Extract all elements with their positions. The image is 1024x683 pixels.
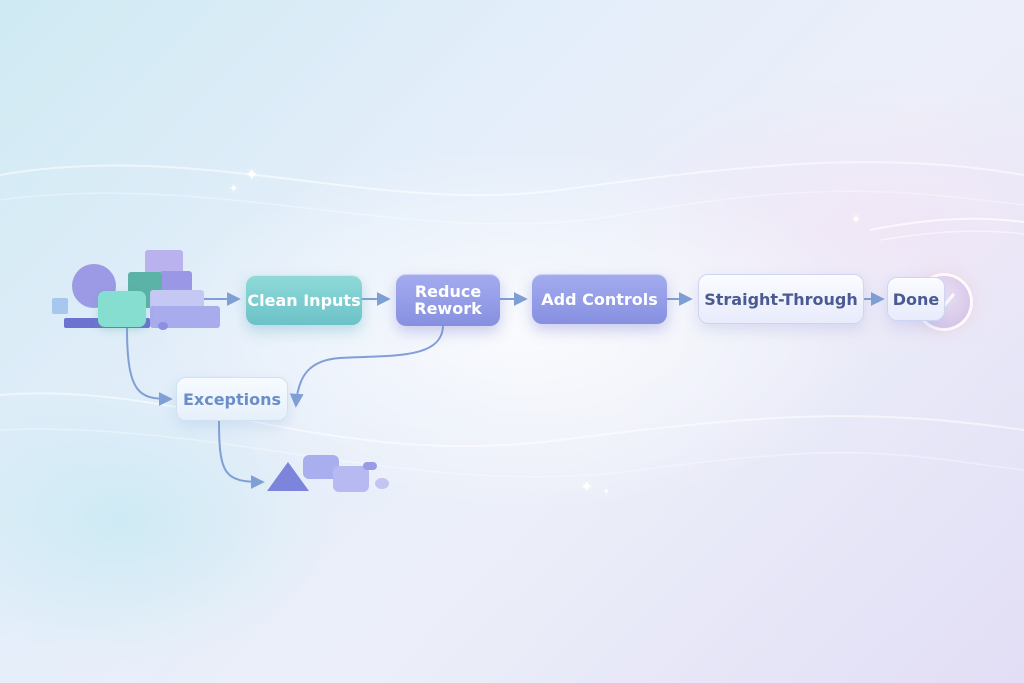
triangle-icon: [267, 462, 309, 491]
data-blocks-icon: [98, 291, 146, 327]
node-exceptions-label: Exceptions: [182, 389, 282, 409]
data-blocks-icon: [375, 478, 389, 489]
node-done[interactable]: Done: [887, 277, 945, 321]
node-clean-inputs[interactable]: Clean Inputs: [246, 275, 362, 325]
edge-reduce-exceptions: [289, 324, 444, 408]
node-add-controls[interactable]: Add Controls: [532, 274, 667, 324]
node-straight-through[interactable]: Straight-Through: [698, 274, 864, 324]
node-clean-inputs-label: Clean Inputs: [247, 290, 361, 310]
edge-exceptions-blocks: [218, 420, 265, 489]
data-blocks-icon: [52, 298, 68, 314]
node-reduce-rework[interactable]: Reduce Rework: [396, 274, 500, 326]
node-done-label: Done: [892, 289, 940, 309]
node-straight-through-label: Straight-Through: [704, 289, 858, 309]
data-blocks-icon: [150, 306, 220, 328]
data-blocks-icon: [158, 322, 168, 330]
node-reduce-rework-label: Reduce Rework: [414, 282, 482, 318]
data-blocks-icon: [363, 462, 377, 470]
data-blocks-icon: [145, 250, 183, 274]
node-exceptions[interactable]: Exceptions: [176, 377, 288, 421]
sparkle-icon: ✦: [580, 477, 594, 496]
sparkle-icon: ✦: [603, 487, 610, 496]
data-blocks-icon: [333, 466, 369, 492]
edge-source-exceptions: [126, 327, 173, 406]
sparkle-icon: ✦: [245, 165, 259, 184]
sparkle-icon: ✦: [229, 182, 239, 195]
sparkle-icon: ✦: [851, 212, 862, 226]
node-add-controls-label: Add Controls: [541, 289, 658, 309]
